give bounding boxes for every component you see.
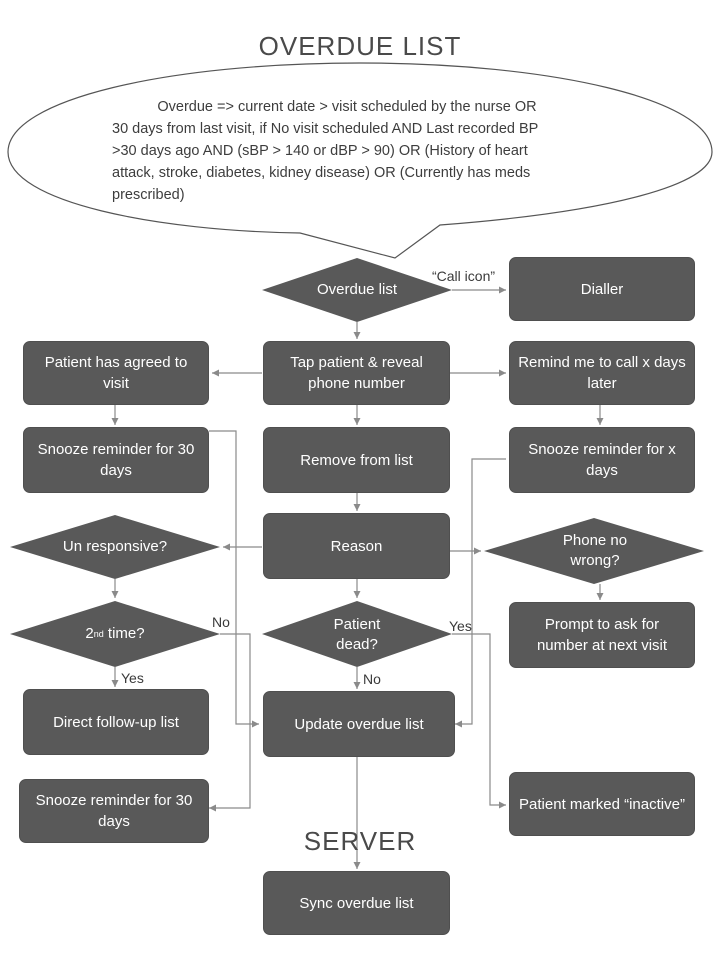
snooze-30-top-box: Snooze reminder for 30 days: [23, 427, 209, 493]
server-heading: SERVER: [303, 826, 417, 856]
definition-line: prescribed): [112, 187, 185, 203]
reason-box: Reason: [263, 513, 450, 579]
snooze-x-box: Snooze reminder for x days: [509, 427, 695, 493]
second-time-no-label: No: [212, 614, 230, 630]
definition-line: 30 days from last visit, if No visit sch…: [112, 121, 539, 137]
call-icon-label: “Call icon”: [432, 268, 496, 284]
phone-wrong-label: Phone no wrong?: [562, 532, 628, 569]
snooze-30-bottom-box: Snooze reminder for 30 days: [19, 779, 209, 843]
reason-decision-unresponsive: [10, 515, 220, 579]
definition-bubble: [7, 62, 713, 259]
remove-from-list-box: Remove from list: [263, 427, 450, 493]
remind-me-box: Remind me to call x days later: [509, 341, 695, 405]
patient-inactive-box: Patient marked “inactive”: [509, 772, 695, 836]
tap-patient-box: Tap patient & reveal phone number: [263, 341, 450, 405]
overdue-list-label: Overdue list: [316, 281, 398, 298]
patient-dead-decision: [262, 601, 452, 667]
patient-dead-no-label: No: [363, 671, 381, 687]
page-title: OVERDUE LIST: [258, 31, 462, 61]
patient-dead-label: Patient dead?: [333, 616, 381, 653]
definition-line: >30 days ago AND (sBP > 140 or dBP > 90)…: [112, 143, 528, 159]
patient-agreed-box: Patient has agreed to visit: [23, 341, 209, 405]
update-overdue-box: Update overdue list: [263, 691, 455, 757]
second-time-text: time?: [103, 625, 145, 642]
sync-overdue-box: Sync overdue list: [263, 871, 450, 935]
edge-snoozex-to-update: [455, 458, 506, 728]
edge-snooze30-to-update: [209, 430, 259, 728]
connectors: [111, 286, 604, 869]
edge-dead-yes-to-inactive: [452, 633, 506, 809]
second-time-yes-label: Yes: [121, 670, 144, 686]
phone-wrong-decision: [484, 518, 704, 584]
second-time-decision: [10, 601, 220, 667]
second-time-number: 2: [85, 625, 94, 642]
edge-second-no-to-update: [209, 633, 251, 812]
definition-line: Overdue => current date > visit schedule…: [157, 99, 537, 115]
overdue-list-decision: [262, 258, 452, 322]
patient-dead-yes-label: Yes: [449, 618, 472, 634]
prompt-number-box: Prompt to ask for number at next visit: [509, 602, 695, 668]
direct-followup-box: Direct follow-up list: [23, 689, 209, 755]
unresponsive-label: Un responsive?: [62, 538, 168, 555]
overdue-definition-text: Overdue => current date > visit schedule…: [112, 96, 582, 206]
dialler-box: Dialler: [509, 257, 695, 321]
definition-line: attack, stroke, diabetes, kidney disease…: [112, 165, 531, 181]
